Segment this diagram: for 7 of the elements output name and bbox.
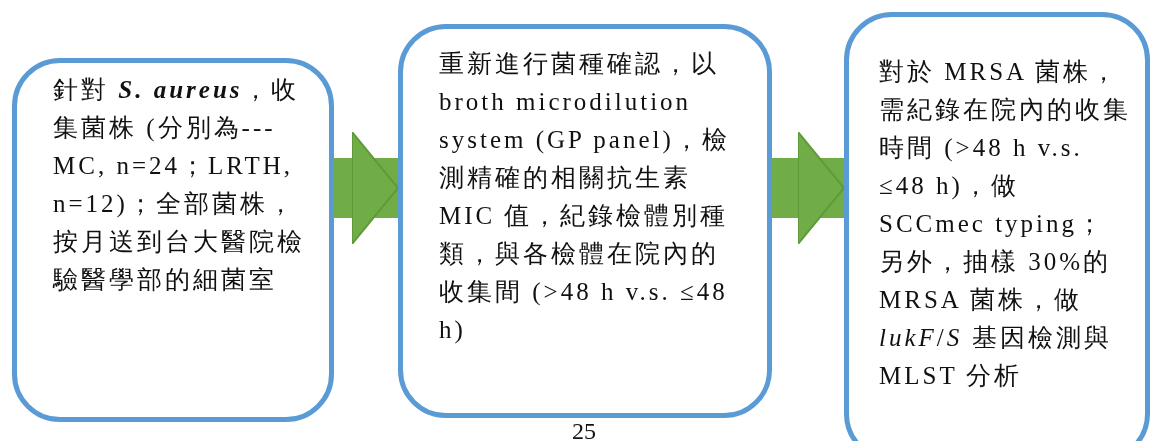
step-text: 重新進行菌種確認，以 broth microdilution system (GP panel)，檢測精確的相關抗生素 MIC 值，紀錄檢體別種類，與各檢體在院內的收集間 (>48 h v.s. ≤48 h) [439,49,731,346]
process-box [12,58,334,422]
process-box [398,24,772,418]
process-box [844,12,1150,441]
step-text: 針對 S. aureus，收集菌株 (分別為---MC, n=24；LRTH, n=12)；全部菌株，按月送到台大醫院檢驗醫學部的細菌室 [53,75,305,295]
page-number: 25 [572,418,596,441]
step-text: 對於 MRSA 菌株，需紀錄在院內的收集時間 (>48 h v.s. ≤48 h)，做 SCCmec typing；另外，抽樣 30%的 MRSA 菌株，做 lukF/S 基因檢測與 MLST 分析 [879,57,1131,391]
